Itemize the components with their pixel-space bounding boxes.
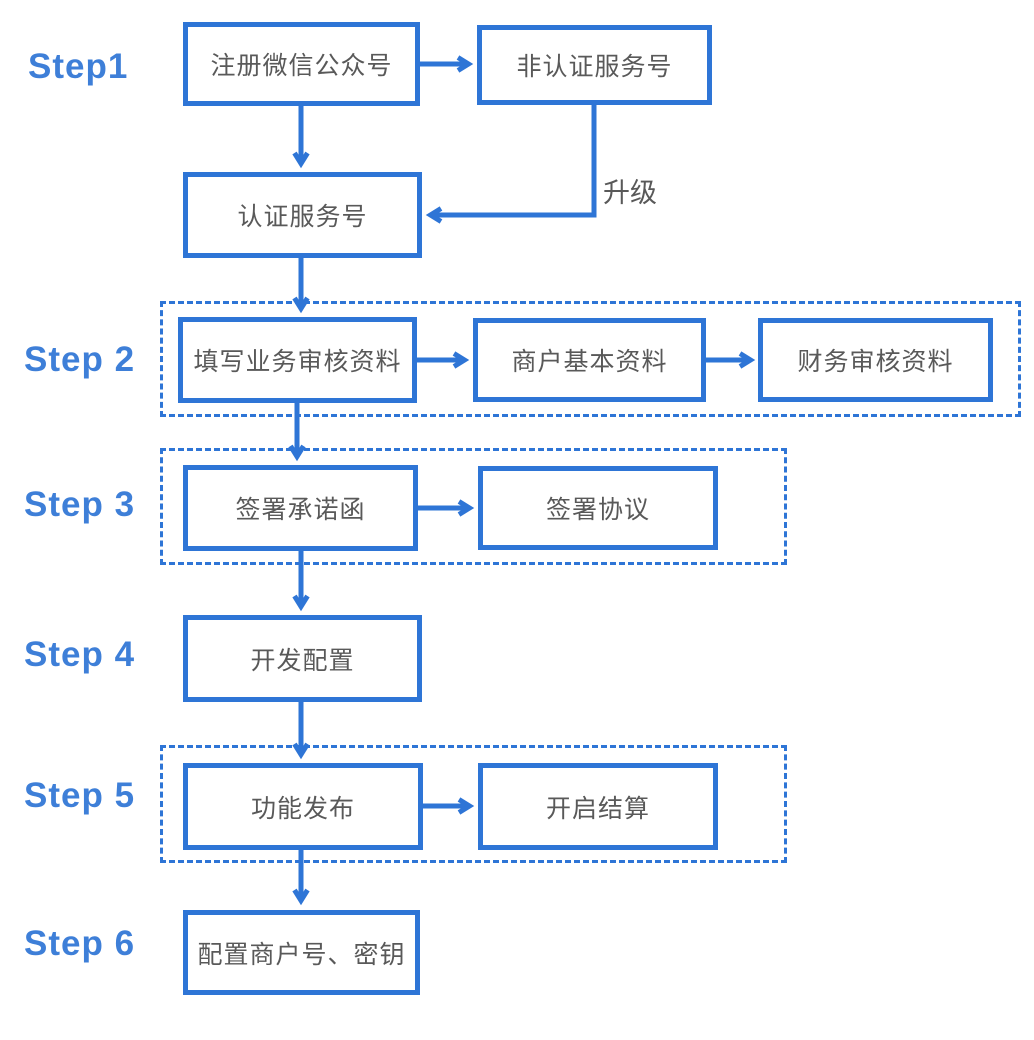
step3-group-box [160, 448, 787, 565]
step5-label: Step 5 [24, 776, 136, 815]
step4-label: Step 4 [24, 635, 136, 674]
node-label: 开启结算 [545, 794, 650, 823]
connector-unverified-to-verified-upgrade [425, 105, 597, 224]
step2-label: Step 2 [24, 340, 136, 379]
node-label: 填写业务审核资料 [193, 348, 402, 376]
node-configure-merchant-id-key: 配置商户号、密钥 [183, 910, 420, 995]
step1-label: Step1 [28, 47, 129, 86]
node-label: 商户基本资料 [511, 348, 668, 376]
node-label: 认证服务号 [237, 203, 368, 231]
node-fill-business-audit-info: 填写业务审核资料 [178, 317, 417, 403]
node-label: 注册微信公众号 [210, 52, 393, 80]
node-label: 配置商户号、密钥 [197, 940, 406, 969]
node-label: 非认证服务号 [516, 53, 673, 81]
node-sign-agreement: 签署协议 [478, 466, 718, 550]
node-label: 财务审核资料 [797, 348, 954, 376]
upgrade-edge-label: 升级 [603, 178, 657, 208]
node-sign-commitment-letter: 签署承诺函 [183, 465, 418, 551]
node-register-wechat-account: 注册微信公众号 [183, 22, 420, 106]
step6-label: Step 6 [24, 924, 136, 963]
node-label: 开发配置 [250, 646, 355, 675]
node-merchant-basic-info: 商户基本资料 [473, 318, 706, 402]
node-label: 签署承诺函 [235, 496, 366, 524]
node-label: 功能发布 [250, 794, 355, 823]
node-enable-settlement: 开启结算 [478, 763, 718, 850]
node-feature-release: 功能发布 [183, 763, 423, 850]
node-finance-audit-info: 财务审核资料 [758, 318, 993, 402]
step5-group-box [160, 745, 787, 863]
node-label: 签署协议 [545, 496, 650, 524]
node-verified-service-account: 认证服务号 [183, 172, 422, 258]
step3-label: Step 3 [24, 485, 136, 524]
node-unverified-service-account: 非认证服务号 [477, 25, 712, 105]
node-dev-configuration: 开发配置 [183, 615, 422, 702]
step2-group-box [160, 301, 1021, 417]
